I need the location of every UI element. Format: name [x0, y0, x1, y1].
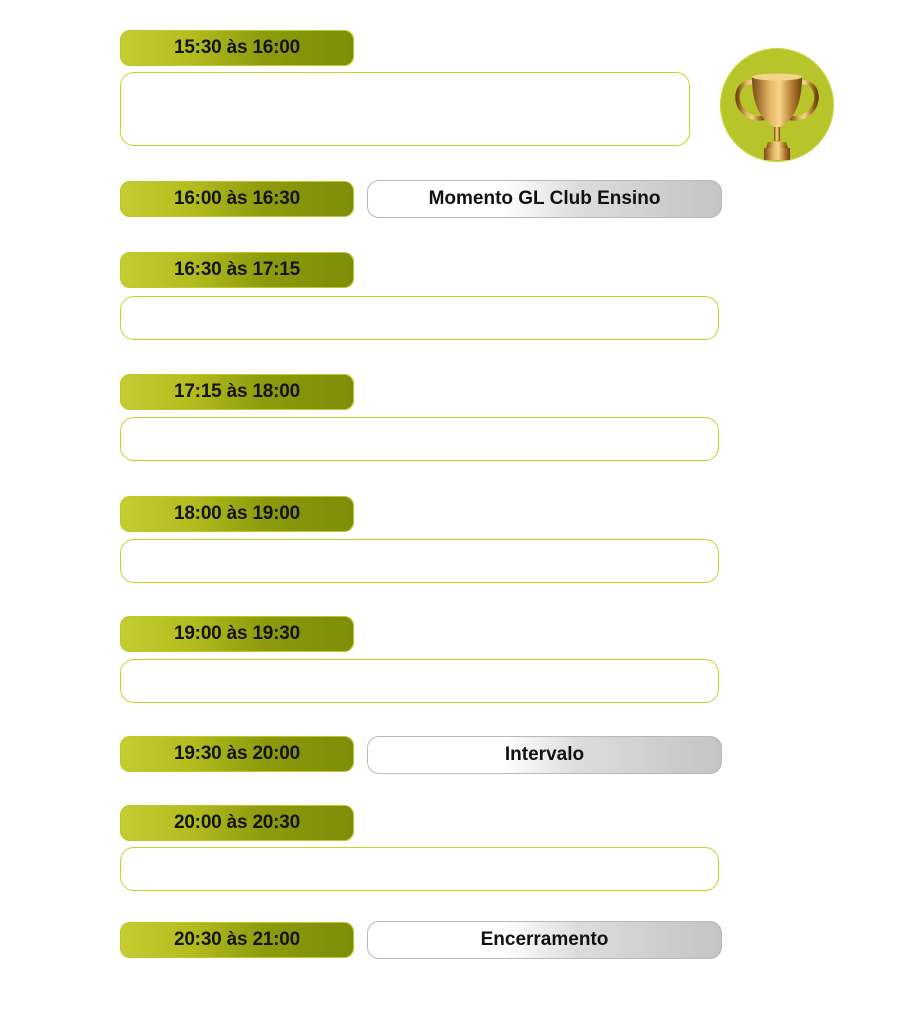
schedule-slot-1530[interactable]: [120, 72, 690, 146]
time-label: 15:30 às 16:00: [173, 37, 301, 58]
time-pill-1630: 16:30 às 17:15: [120, 252, 354, 288]
event-box-gl-club: Momento GL Club Ensino: [367, 180, 722, 218]
event-box-encerramento: Encerramento: [367, 921, 722, 959]
time-pill-1900: 19:00 às 19:30: [120, 616, 354, 652]
time-label: 16:30 às 17:15: [173, 259, 301, 280]
time-label: 20:30 às 21:00: [173, 929, 301, 950]
schedule-slot-1715[interactable]: [120, 417, 719, 461]
time-pill-1600: 16:00 às 16:30: [120, 181, 354, 217]
schedule-slot-1900[interactable]: [120, 659, 719, 703]
event-label: Intervalo: [504, 744, 585, 765]
time-label: 18:00 às 19:00: [173, 503, 301, 524]
time-label: 19:30 às 20:00: [173, 743, 301, 764]
time-pill-1930: 19:30 às 20:00: [120, 736, 354, 772]
event-label: Momento GL Club Ensino: [428, 188, 661, 209]
time-pill-1800: 18:00 às 19:00: [120, 496, 354, 532]
schedule-slot-1800[interactable]: [120, 539, 719, 583]
time-pill-2000: 20:00 às 20:30: [120, 805, 354, 841]
time-label: 16:00 às 16:30: [173, 188, 301, 209]
trophy-badge: [720, 48, 834, 162]
time-label: 19:00 às 19:30: [173, 623, 301, 644]
schedule-slot-1630[interactable]: [120, 296, 719, 340]
time-label: 20:00 às 20:30: [173, 812, 301, 833]
time-label: 17:15 às 18:00: [173, 381, 301, 402]
event-box-intervalo: Intervalo: [367, 736, 722, 774]
event-label: Encerramento: [480, 929, 609, 950]
schedule-slot-2000[interactable]: [120, 847, 719, 891]
time-pill-1530: 15:30 às 16:00: [120, 30, 354, 66]
time-pill-2030: 20:30 às 21:00: [120, 922, 354, 958]
time-pill-1715: 17:15 às 18:00: [120, 374, 354, 410]
